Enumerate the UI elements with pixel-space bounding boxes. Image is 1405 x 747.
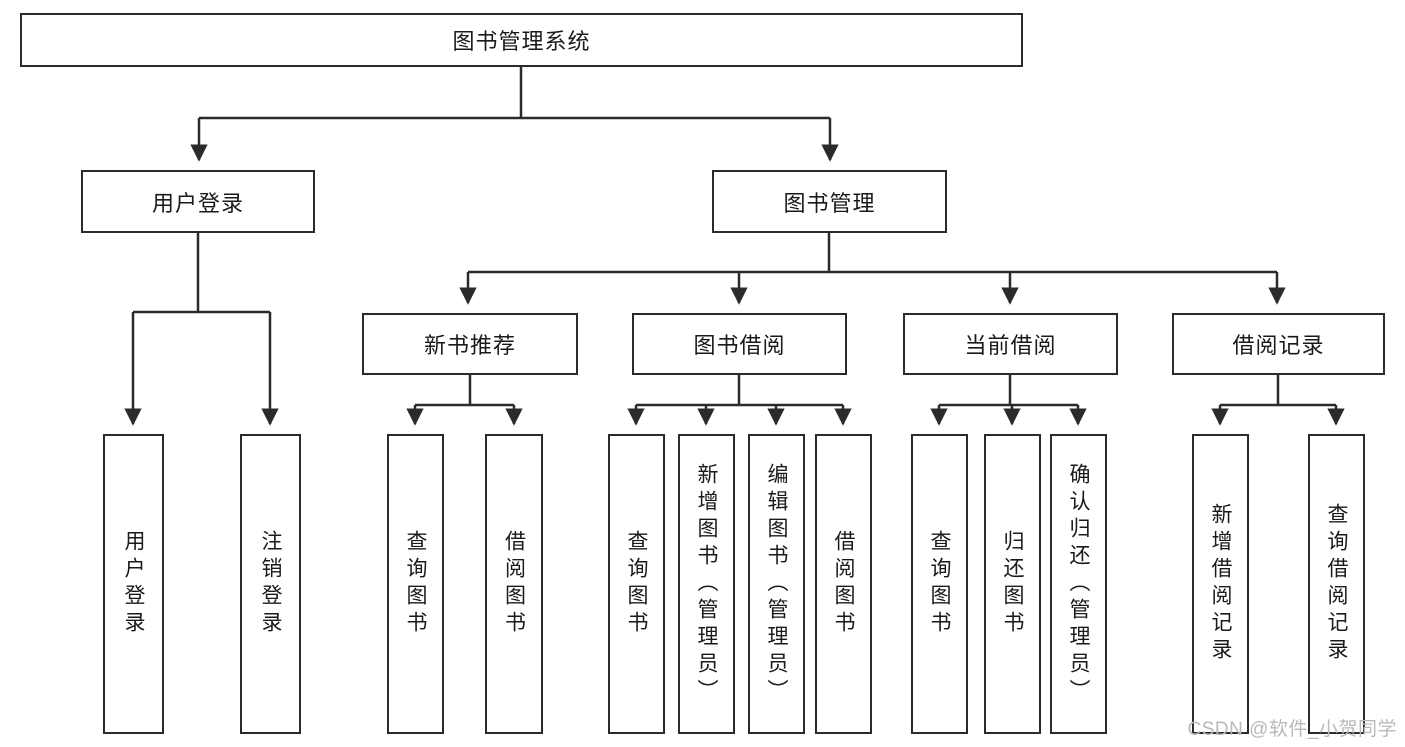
leaf-edit-book-admin[interactable]: 编辑图书（管理员） — [748, 434, 805, 734]
node-level2-user-login[interactable]: 用户登录 — [81, 170, 315, 233]
leaf-label: 新增借阅记录 — [1209, 503, 1232, 665]
leaf-query-borrow-record[interactable]: 查询借阅记录 — [1308, 434, 1365, 734]
node-level3-book-borrow[interactable]: 图书借阅 — [632, 313, 847, 375]
leaf-add-borrow-record[interactable]: 新增借阅记录 — [1192, 434, 1249, 734]
node-label: 图书管理 — [783, 190, 876, 216]
leaf-confirm-return-admin[interactable]: 确认归还（管理员） — [1050, 434, 1107, 734]
node-label: 借阅记录 — [1232, 333, 1325, 358]
leaf-label: 编辑图书（管理员） — [765, 462, 788, 706]
node-root-label: 图书管理系统 — [452, 29, 591, 54]
leaf-query-book-current[interactable]: 查询图书 — [911, 434, 968, 734]
leaf-label: 查询借阅记录 — [1325, 503, 1348, 665]
leaf-label: 借阅图书 — [502, 530, 526, 638]
node-label: 用户登录 — [151, 190, 244, 216]
leaf-query-book-borrow[interactable]: 查询图书 — [608, 434, 665, 734]
node-label: 新书推荐 — [423, 333, 516, 358]
leaf-label: 借阅图书 — [832, 530, 855, 638]
node-label: 当前借阅 — [964, 333, 1057, 358]
leaf-borrow-book-recommend[interactable]: 借阅图书 — [485, 434, 543, 734]
leaf-user-login[interactable]: 用户登录 — [103, 434, 164, 734]
leaf-label: 用户登录 — [122, 530, 145, 638]
node-level3-new-book-recommend[interactable]: 新书推荐 — [362, 313, 578, 375]
node-level3-borrow-record[interactable]: 借阅记录 — [1172, 313, 1385, 375]
leaf-label: 查询图书 — [928, 530, 951, 638]
node-root[interactable]: 图书管理系统 — [20, 13, 1023, 67]
leaf-label: 查询图书 — [404, 530, 427, 638]
node-level3-current-borrow[interactable]: 当前借阅 — [903, 313, 1118, 375]
leaf-borrow-book[interactable]: 借阅图书 — [815, 434, 872, 734]
leaf-logout[interactable]: 注销登录 — [240, 434, 301, 734]
watermark: CSDN @软件_小贺同学 — [1187, 719, 1397, 740]
leaf-query-book-recommend[interactable]: 查询图书 — [387, 434, 444, 734]
leaf-label: 注销登录 — [259, 530, 282, 638]
leaf-label: 新增图书（管理员） — [695, 462, 718, 706]
leaf-label: 归还图书 — [1001, 530, 1024, 638]
leaf-return-book[interactable]: 归还图书 — [984, 434, 1041, 734]
node-label: 图书借阅 — [693, 333, 786, 358]
node-level2-book-management[interactable]: 图书管理 — [712, 170, 947, 233]
leaf-label: 确认归还（管理员） — [1067, 462, 1090, 706]
leaf-add-book-admin[interactable]: 新增图书（管理员） — [678, 434, 735, 734]
leaf-label: 查询图书 — [625, 530, 648, 638]
